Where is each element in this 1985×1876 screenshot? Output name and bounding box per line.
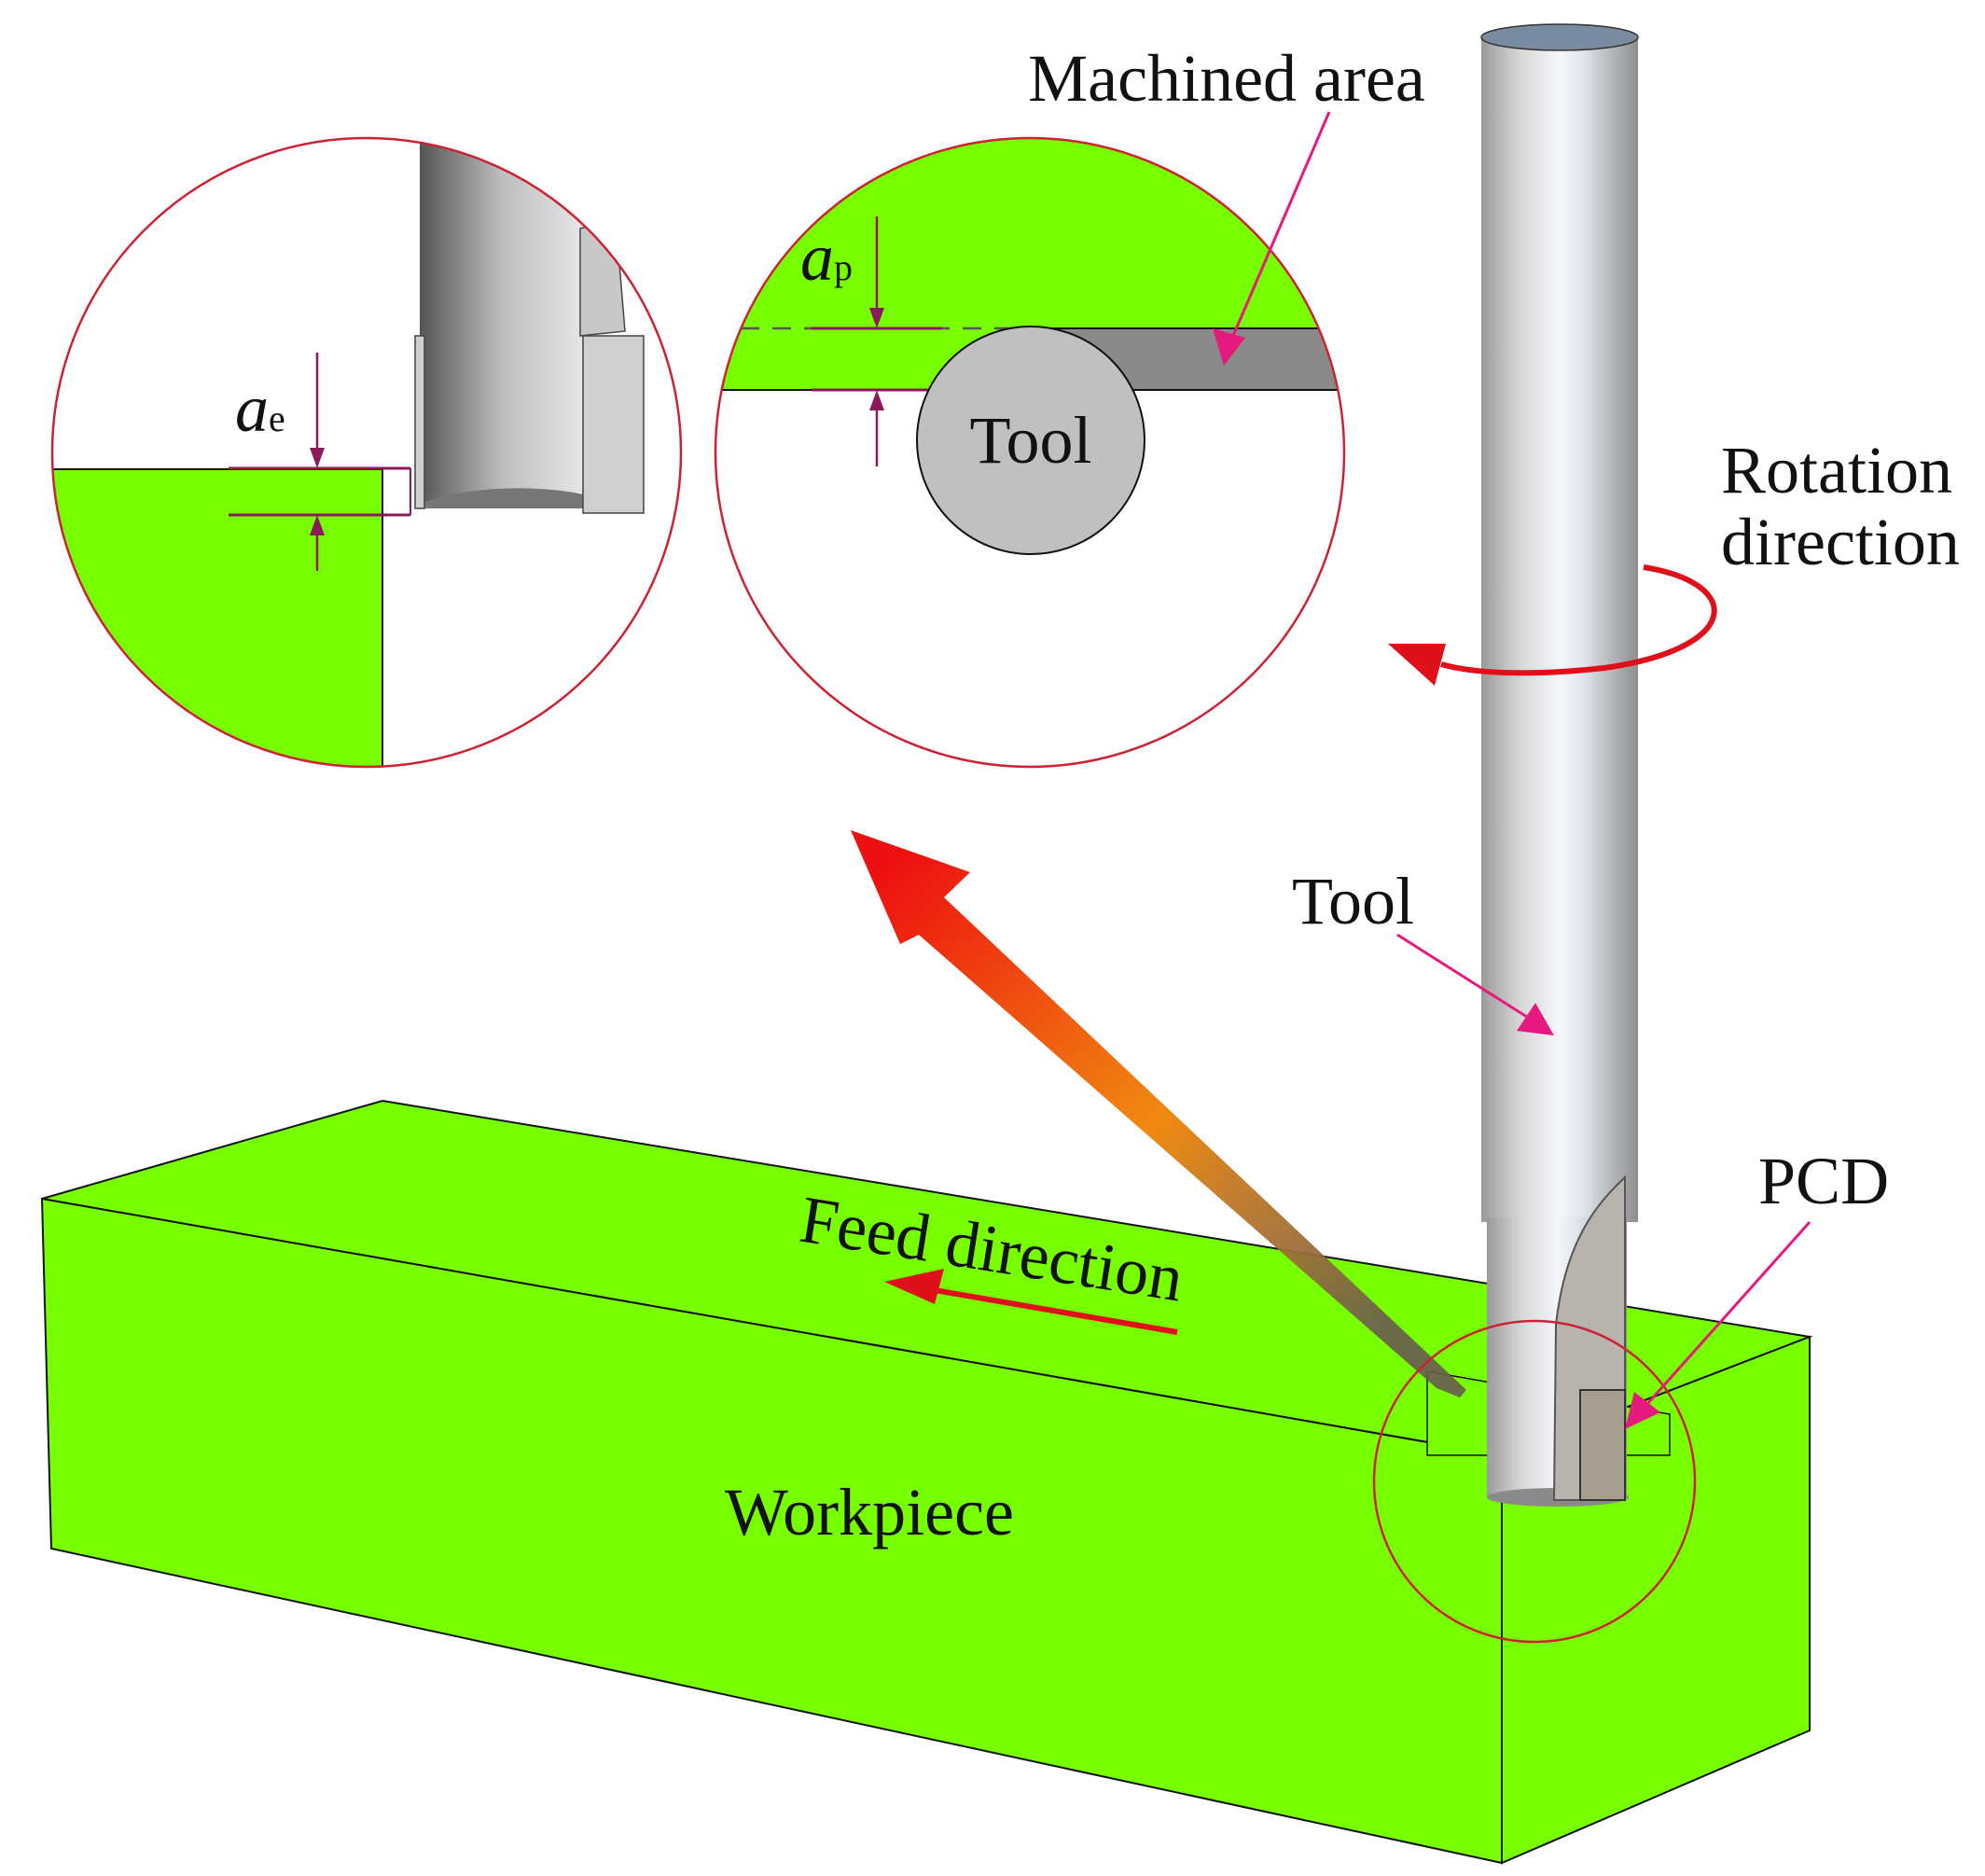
ap-label: ap xyxy=(800,220,853,295)
pcd-insert xyxy=(1579,1389,1626,1501)
tool-shank xyxy=(1481,37,1638,1222)
pcd-pointer xyxy=(1625,1221,1811,1429)
detail-circle-marker xyxy=(1372,1319,1697,1644)
tool-pointer xyxy=(1396,933,1554,1035)
tool-label: Tool xyxy=(1292,864,1414,938)
feed-direction-arrow xyxy=(884,1269,1178,1335)
left-inset-pcd xyxy=(582,335,645,514)
machined-area-pointer xyxy=(1213,111,1331,366)
middle-inset-tool-circle xyxy=(916,326,1145,555)
left-inset: ae xyxy=(50,136,683,769)
rotation-direction-label: Rotation xyxy=(1721,433,1952,507)
machined-area-label: Machined area xyxy=(1028,41,1425,116)
tool-top-face xyxy=(1480,23,1639,51)
rotation-direction-arrow xyxy=(1388,564,1717,686)
workpiece-label: Workpiece xyxy=(725,1475,1014,1549)
tool xyxy=(1480,23,1639,1507)
left-inset-tool-body xyxy=(420,140,583,504)
feed-pointer-arrow xyxy=(851,830,1466,1397)
middle-inset: ap Tool xyxy=(714,136,1346,769)
inset-tool-label: Tool xyxy=(970,403,1092,478)
rotation-direction-label-2: direction xyxy=(1721,505,1960,579)
pcd-label: PCD xyxy=(1758,1144,1889,1218)
ae-label: ae xyxy=(235,371,285,446)
